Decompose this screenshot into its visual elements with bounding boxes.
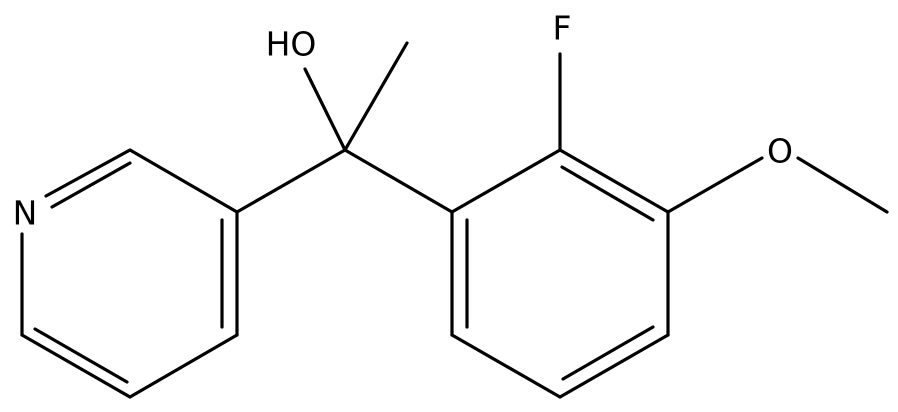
- benzene-double-bond: [560, 165, 655, 222]
- pyridine-bond: [44, 148, 132, 198]
- benzene-bond: [558, 333, 670, 399]
- pyridine-bond: [128, 148, 239, 214]
- benzene-bond: [450, 148, 562, 214]
- benzene-double-bond: [561, 325, 655, 381]
- center-to-ring-bond: [343, 148, 454, 214]
- methoxy-bond: [666, 156, 764, 214]
- atom-label-fluorine: F: [553, 9, 572, 48]
- pyridine-double-bond: [33, 327, 129, 384]
- pyridine-double-bond: [50, 161, 132, 209]
- methyl-bond: [343, 41, 409, 152]
- benzene-bond: [450, 333, 562, 399]
- ring-to-center-bond: [235, 148, 347, 214]
- hydroxyl-bond: [303, 67, 347, 152]
- bond-layer: [20, 41, 889, 399]
- pyridine-bond: [20, 333, 132, 399]
- pyridine-bond: [128, 333, 239, 399]
- benzene-bond: [558, 148, 670, 214]
- atom-label-hydroxyl: HO: [266, 25, 317, 64]
- atom-label-oxygen: O: [767, 132, 793, 171]
- methyl-bond: [796, 156, 889, 214]
- atom-label-nitrogen: N: [13, 194, 38, 233]
